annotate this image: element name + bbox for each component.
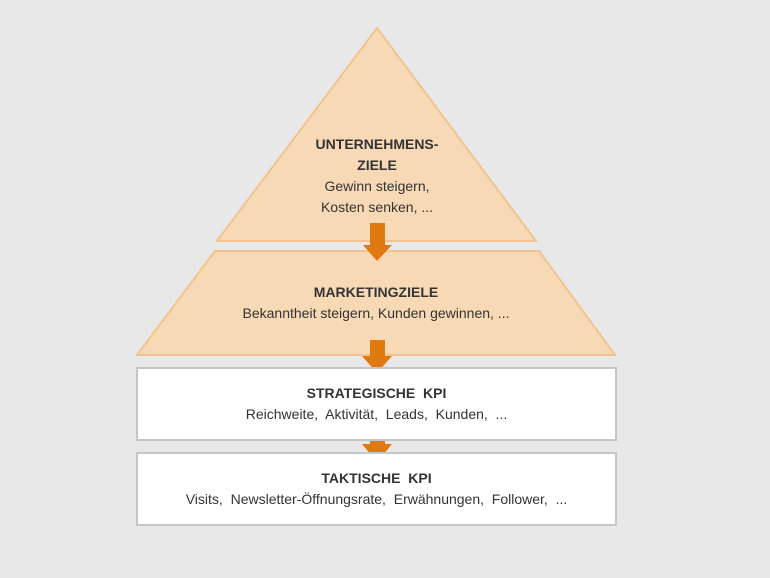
taktische-kpi-box bbox=[136, 452, 617, 526]
taktische-kpi-desc: Visits, Newsletter-Öffnungsrate, Erwähnu… bbox=[185, 491, 568, 507]
strategische-kpi-box bbox=[136, 367, 617, 441]
unternehmensziele-desc-line2: Kosten senken, ... bbox=[320, 199, 434, 215]
pyramid-middle-shape bbox=[135, 250, 617, 356]
unternehmensziele-title-line1: UNTERNEHMENS- bbox=[315, 136, 439, 152]
taktische-kpi-label: TAKTISCHE KPI Visits, Newsletter-Öffnung… bbox=[136, 468, 617, 510]
down-arrow-icon bbox=[363, 223, 392, 261]
unternehmensziele-label: UNTERNEHMENS- ZIELE Gewinn steigern, Kos… bbox=[277, 134, 477, 218]
strategische-kpi-title: STRATEGISCHE KPI bbox=[306, 385, 447, 401]
taktische-kpi-title: TAKTISCHE KPI bbox=[321, 470, 432, 486]
down-arrow-icon bbox=[362, 340, 392, 373]
unternehmensziele-title-line2: ZIELE bbox=[357, 157, 397, 173]
strategische-kpi-label: STRATEGISCHE KPI Reichweite, Aktivität, … bbox=[136, 383, 617, 425]
strategische-kpi-desc: Reichweite, Aktivität, Leads, Kunden, ..… bbox=[245, 406, 508, 422]
marketingziele-desc: Bekanntheit steigern, Kunden gewinnen, .… bbox=[242, 305, 510, 321]
unternehmensziele-desc-line1: Gewinn steigern, bbox=[324, 178, 430, 194]
marketingziele-title: MARKETINGZIELE bbox=[313, 284, 439, 300]
marketingziele-label: MARKETINGZIELE Bekanntheit steigern, Kun… bbox=[176, 282, 576, 324]
